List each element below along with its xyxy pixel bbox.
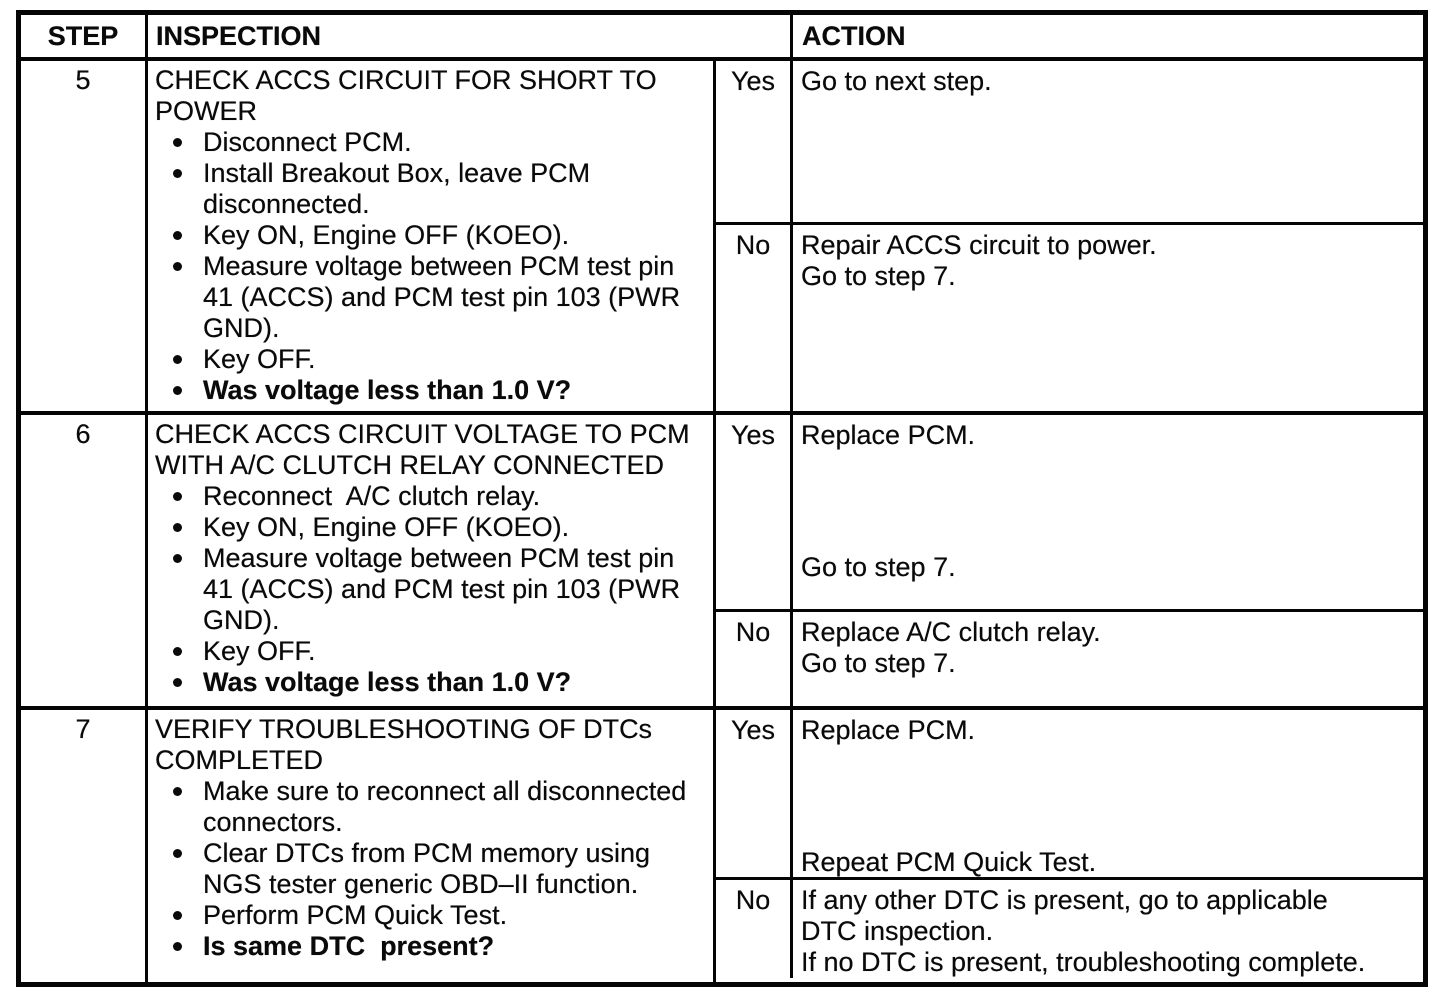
inspection-cell: VERIFY TROUBLESHOOTING OF DTCs COMPLETED… [148,710,716,982]
header-inspection: INSPECTION [148,15,793,57]
step-number: 6 [21,415,148,706]
bullet-icon [173,523,182,532]
action-text: Go to step 7. [801,648,956,678]
action-cell: Replace A/C clutch relay. Go to step 7. [793,612,1423,706]
inspection-cell: CHECK ACCS CIRCUIT FOR SHORT TO POWER Di… [148,61,716,411]
bullet-icon [173,554,182,563]
action-cell: Repair ACCS circuit to power. Go to step… [793,225,1423,411]
step-number: 5 [21,61,148,411]
table-row-step-5: 5 CHECK ACCS CIRCUIT FOR SHORT TO POWER … [21,61,1423,415]
inspection-bullets: Reconnect A/C clutch relay. Key ON, Engi… [155,481,708,698]
no-label: No [716,225,793,411]
bullet-icon [173,262,182,271]
action-text: Repeat PCM Quick Test. [801,847,1097,877]
bullet-item: Install Breakout Box, leave PCM disconne… [155,158,708,220]
bullet-item: Clear DTCs from PCM memory using NGS tes… [155,838,708,900]
bullet-item-question: Was voltage less than 1.0 V? [155,375,708,406]
bullet-item-question: Is same DTC present? [155,931,708,962]
bullet-item: Make sure to reconnect all disconnected … [155,776,708,838]
action-text: Replace PCM. [801,420,976,450]
inspection-title: VERIFY TROUBLESHOOTING OF DTCs COMPLETED [155,714,653,775]
no-label: No [716,880,793,978]
bullet-icon [173,169,182,178]
inspection-cell: CHECK ACCS CIRCUIT VOLTAGE TO PCM WITH A… [148,415,716,706]
bullet-icon [173,911,182,920]
action-cell: Go to next step. [793,61,1423,222]
bullet-icon [173,849,182,858]
bullet-icon [173,647,182,656]
action-text: Replace PCM. [801,715,976,745]
action-text: Replace A/C clutch relay. [801,617,1101,647]
header-step: STEP [21,15,148,57]
action-text: If any other DTC is present, go to appli… [801,885,1328,946]
action-text: Go to step 7. [801,261,956,291]
bullet-icon [173,231,182,240]
action-text: Go to next step. [801,66,992,96]
no-branch: No Replace A/C clutch relay. Go to step … [716,612,1423,706]
bullet-item: Reconnect A/C clutch relay. [155,481,708,512]
inspection-title: CHECK ACCS CIRCUIT FOR SHORT TO POWER [155,65,657,126]
yes-label: Yes [716,710,793,877]
no-branch: No If any other DTC is present, go to ap… [716,880,1423,978]
action-text: Repair ACCS circuit to power. [801,230,1157,260]
bullet-item: Disconnect PCM. [155,127,708,158]
action-cell: Replace PCM. Repeat PCM Quick Test. [793,710,1423,877]
bullet-icon [173,678,182,687]
bullet-icon [173,787,182,796]
action-cell: If any other DTC is present, go to appli… [793,880,1423,978]
bullet-item: Measure voltage between PCM test pin 41 … [155,251,708,344]
inspection-title: CHECK ACCS CIRCUIT VOLTAGE TO PCM WITH A… [155,419,690,480]
decision-cells: Yes Replace PCM. Repeat PCM Quick Test. … [716,710,1423,982]
table-header-row: STEP INSPECTION ACTION [21,15,1423,61]
no-branch: No Repair ACCS circuit to power. Go to s… [716,225,1423,411]
bullet-item: Measure voltage between PCM test pin 41 … [155,543,708,636]
yes-branch: Yes Replace PCM. Go to step 7. [716,415,1423,612]
bullet-item: Key ON, Engine OFF (KOEO). [155,220,708,251]
bullet-item-question: Was voltage less than 1.0 V? [155,667,708,698]
bullet-icon [173,492,182,501]
bullet-icon [173,386,182,395]
yes-branch: Yes Go to next step. [716,61,1423,225]
action-text: If no DTC is present, troubleshooting co… [801,947,1366,977]
action-text: Go to step 7. [801,552,956,582]
yes-label: Yes [716,415,793,609]
step-number: 7 [21,710,148,982]
bullet-item: Key OFF. [155,636,708,667]
no-label: No [716,612,793,706]
bullet-icon [173,942,182,951]
action-cell: Replace PCM. Go to step 7. [793,415,1423,609]
header-action: ACTION [802,21,906,51]
inspection-bullets: Disconnect PCM. Install Breakout Box, le… [155,127,708,406]
yes-label: Yes [716,61,793,222]
decision-cells: Yes Go to next step. No Repair ACCS circ… [716,61,1423,411]
bullet-item: Key OFF. [155,344,708,375]
inspection-bullets: Make sure to reconnect all disconnected … [155,776,708,962]
troubleshooting-table: STEP INSPECTION ACTION 5 CHECK ACCS CIRC… [16,10,1428,987]
yes-branch: Yes Replace PCM. Repeat PCM Quick Test. [716,710,1423,880]
decision-cells: Yes Replace PCM. Go to step 7. No Replac… [716,415,1423,706]
bullet-item: Perform PCM Quick Test. [155,900,708,931]
bullet-icon [173,138,182,147]
table-row-step-6: 6 CHECK ACCS CIRCUIT VOLTAGE TO PCM WITH… [21,415,1423,710]
table-row-step-7: 7 VERIFY TROUBLESHOOTING OF DTCs COMPLET… [21,710,1423,982]
bullet-item: Key ON, Engine OFF (KOEO). [155,512,708,543]
bullet-icon [173,355,182,364]
